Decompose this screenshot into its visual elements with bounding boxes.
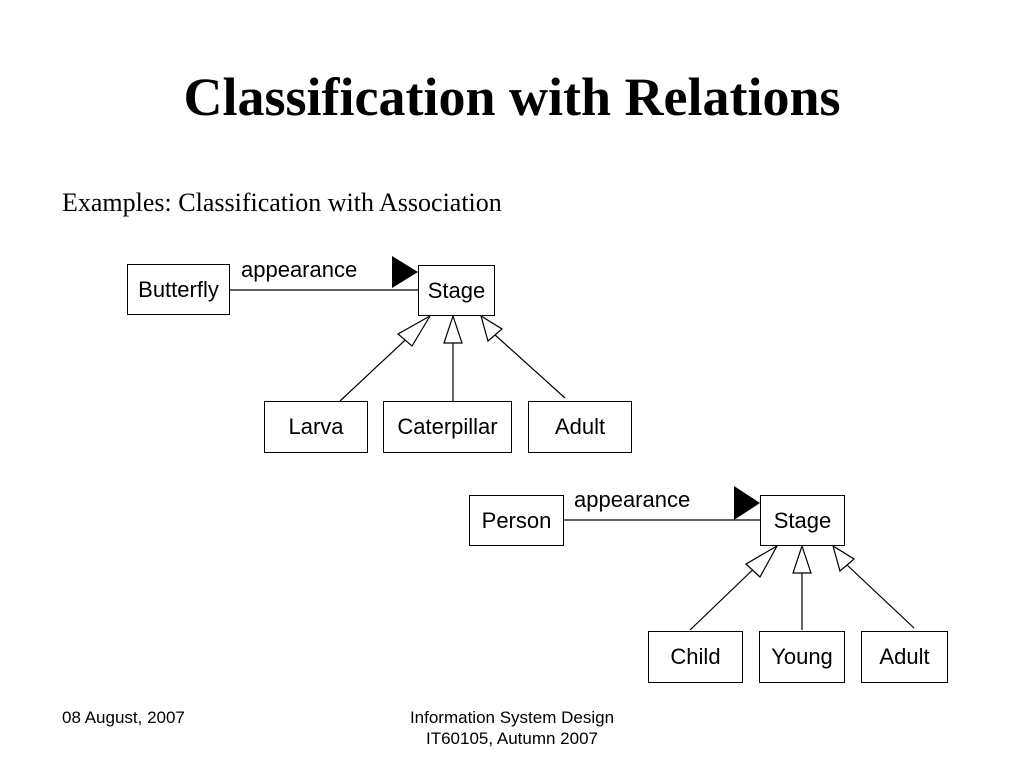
class-box-adult-1: Adult — [528, 401, 632, 453]
class-box-stage-1: Stage — [418, 265, 495, 316]
class-box-stage-2: Stage — [760, 495, 845, 546]
class-box-butterfly: Butterfly — [127, 264, 230, 315]
class-box-larva: Larva — [264, 401, 368, 453]
generalization-line-adult-1 — [493, 333, 566, 399]
generalization-arrowhead-young — [792, 544, 812, 574]
class-box-young: Young — [759, 631, 845, 683]
generalization-arrowhead-adult-2 — [832, 544, 856, 573]
slide-subtitle: Examples: Classification with Associatio… — [62, 188, 502, 217]
generalization-line-larva — [339, 328, 418, 402]
generalization-arrowhead-caterpillar — [443, 314, 463, 344]
slide-title: Classification with Relations — [183, 67, 841, 127]
association-direction-arrow-1 — [392, 256, 418, 288]
footer-course: Information System Design IT60105, Autum… — [362, 707, 662, 749]
class-box-child: Child — [648, 631, 743, 683]
association-label-2: appearance — [574, 487, 691, 512]
footer-course-term: IT60105, Autumn 2007 — [425, 729, 599, 748]
class-box-caterpillar: Caterpillar — [383, 401, 512, 453]
class-box-person: Person — [469, 495, 564, 546]
generalization-arrowhead-adult-1 — [480, 314, 504, 343]
footer-course-name: Information System Design — [409, 708, 615, 727]
generalization-line-adult-2 — [845, 563, 915, 629]
association-label-1: appearance — [241, 257, 358, 282]
generalization-arrowhead-child — [744, 544, 779, 578]
generalization-line-child — [689, 558, 765, 631]
footer-date: 08 August, 2007 — [62, 708, 185, 727]
association-direction-arrow-2 — [734, 486, 760, 520]
generalization-arrowhead-larva — [396, 314, 432, 347]
class-box-adult-2: Adult — [861, 631, 948, 683]
